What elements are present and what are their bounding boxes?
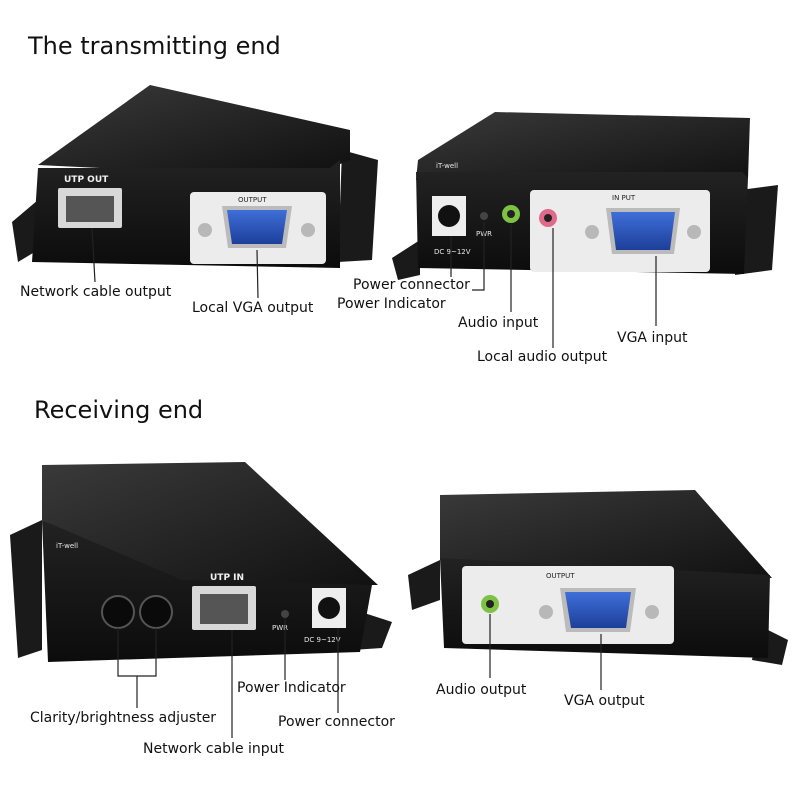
- label-audio-output: Audio output: [436, 682, 527, 698]
- label-power-indicator-tx: Power Indicator: [337, 296, 446, 312]
- mounting-ear: [408, 560, 440, 610]
- utp-in-marking: UTP IN: [210, 573, 244, 583]
- brand-marking: iT-well: [56, 542, 78, 550]
- transmitter-utp-side: UTP OUT OUTPUT: [12, 85, 378, 268]
- brightness-knob: [139, 595, 173, 629]
- receiver-utp-side: iT-well UTP IN PWR DC 9~12V: [10, 462, 392, 662]
- label-clarity-brightness-adjuster: Clarity/brightness adjuster: [30, 710, 217, 726]
- label-local-audio-output: Local audio output: [477, 349, 608, 365]
- mounting-ear: [10, 520, 42, 658]
- leader-lines: [91, 222, 657, 738]
- label-network-cable-output: Network cable output: [20, 284, 172, 300]
- device-top: [416, 112, 750, 180]
- device-top: [440, 490, 772, 578]
- device-top: [42, 462, 378, 585]
- output-marking: OUTPUT: [546, 572, 575, 580]
- dc-marking: DC 9~12V: [434, 248, 471, 256]
- utp-out-marking: UTP OUT: [64, 175, 109, 185]
- label-audio-input: Audio input: [458, 315, 539, 331]
- label-power-connector-rx: Power connector: [278, 714, 395, 730]
- mounting-ear: [392, 240, 420, 280]
- input-marking: IN PUT: [612, 194, 636, 202]
- label-local-vga-output: Local VGA output: [192, 300, 314, 316]
- clarity-knob: [101, 595, 135, 629]
- dc-marking: DC 9~12V: [304, 636, 341, 644]
- device-top: [38, 85, 350, 168]
- brand-marking: iT-well: [436, 162, 458, 170]
- label-power-connector-tx: Power connector: [353, 277, 470, 293]
- power-led: [281, 610, 289, 618]
- label-vga-input: VGA input: [617, 330, 688, 346]
- receiving-end-title: Receiving end: [34, 396, 204, 424]
- receiver-output-side: OUTPUT: [408, 490, 788, 665]
- label-power-indicator-rx: Power Indicator: [237, 680, 346, 696]
- pwr-marking: PWR: [272, 624, 288, 632]
- mounting-ear: [12, 200, 38, 262]
- power-led: [480, 212, 488, 220]
- transmitter-input-side: iT-well PWR DC 9~12V IN PUT: [392, 112, 778, 280]
- output-marking: OUTPUT: [238, 196, 267, 204]
- label-vga-output: VGA output: [564, 693, 645, 709]
- label-network-cable-input: Network cable input: [143, 741, 285, 757]
- transmitting-end-title: The transmitting end: [28, 32, 281, 60]
- mounting-ear: [338, 150, 378, 262]
